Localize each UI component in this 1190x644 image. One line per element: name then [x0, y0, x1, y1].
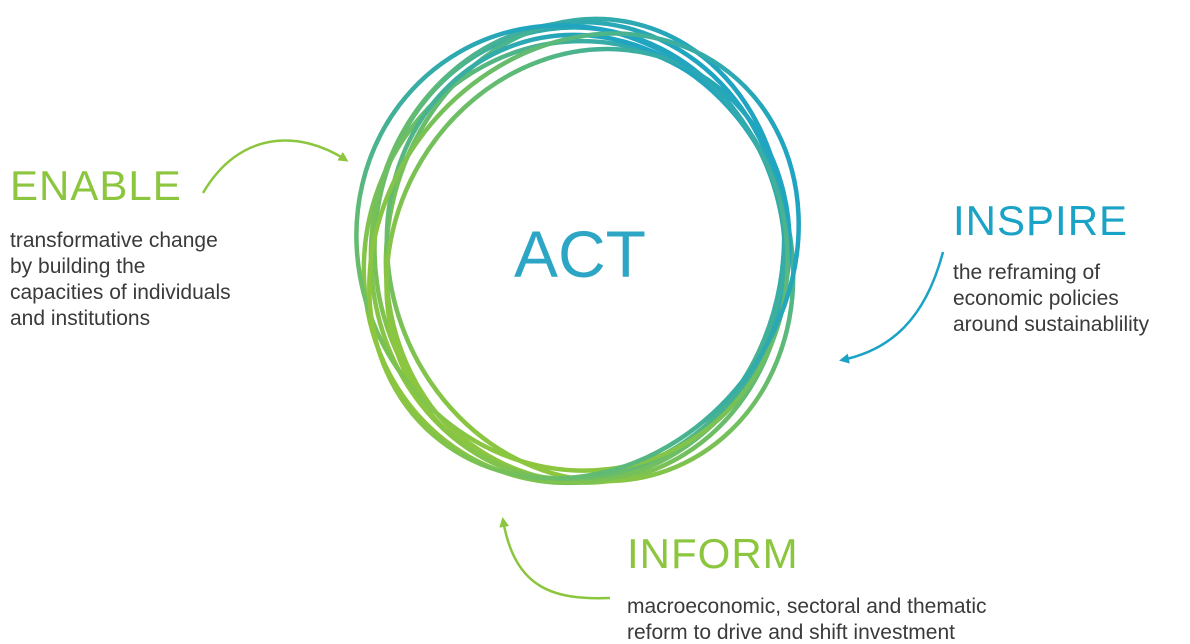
ring-stroke — [367, 31, 801, 481]
inform-description-line: macroeconomic, sectoral and thematic — [627, 595, 987, 618]
inform-description: macroeconomic, sectoral and thematic ref… — [627, 594, 987, 644]
ring-stroke — [368, 19, 788, 485]
center-label-act: ACT — [514, 217, 646, 291]
enable-title: ENABLE — [10, 162, 182, 209]
scribble-circle-rings — [354, 16, 801, 486]
inspire-title: INSPIRE — [953, 197, 1129, 244]
inspire-description: the reframing of economic policies aroun… — [953, 260, 1149, 338]
enable-description: transformative change by building the ca… — [10, 228, 231, 332]
enable-description-line: capacities of individuals — [10, 281, 231, 304]
enable-description-line: transformative change — [10, 229, 218, 252]
inspire-description-line: economic policies — [953, 287, 1119, 310]
inspire-description-line: around sustainablility — [953, 313, 1150, 336]
inform-title: INFORM — [627, 530, 799, 577]
enable-arrow — [201, 139, 349, 194]
inspire-description-line: the reframing of — [953, 261, 1101, 284]
enable-description-line: and institutions — [10, 307, 151, 330]
inform-arrow — [499, 517, 611, 600]
inform-description-line: reform to drive and shift investment — [627, 621, 955, 644]
ring-stroke — [354, 23, 790, 473]
enable-description-line: by building the — [10, 255, 146, 278]
inspire-arrow — [839, 251, 945, 364]
